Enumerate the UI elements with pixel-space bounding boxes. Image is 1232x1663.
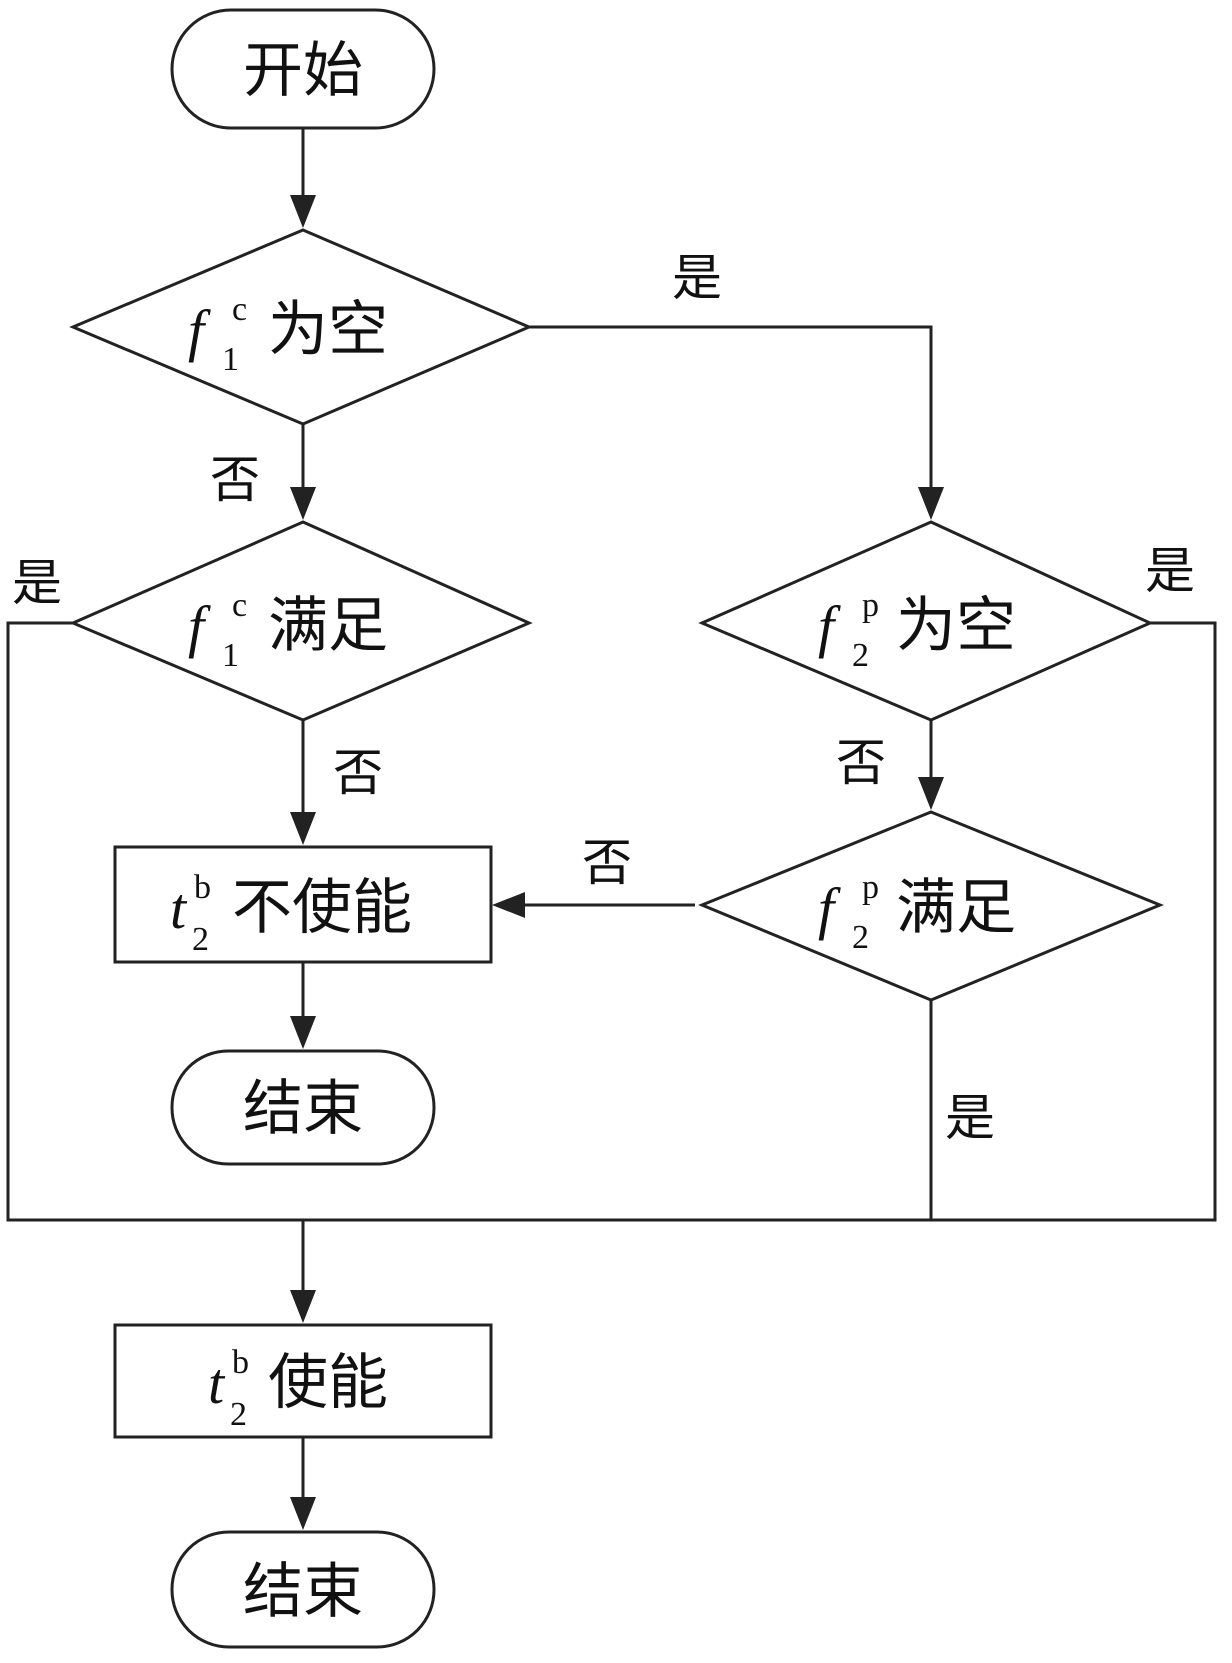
svg-text:f 2 p 满足: f 2 p 满足 xyxy=(818,869,1016,956)
node-decision-f1c-satisfied: f 1 c 满足 xyxy=(69,520,533,722)
p2-sub: 2 xyxy=(230,1396,247,1433)
svg-text:t 2 b 不使能: t 2 b 不使能 xyxy=(170,869,412,958)
d4-text: 满足 xyxy=(896,873,1016,943)
d1-sub: 1 xyxy=(222,341,239,378)
node-end-2: 结束 xyxy=(170,1530,436,1649)
d3-text: 为空 xyxy=(896,591,1016,661)
p1-text: 不使能 xyxy=(232,873,412,943)
node-decision-f2p-empty: f 2 p 为空 xyxy=(698,520,1154,722)
node-end2-text: 结束 xyxy=(243,1557,363,1627)
arrow-p2-end2 xyxy=(290,1497,316,1530)
label-d1-no: 否 xyxy=(210,451,260,509)
p2-var: t xyxy=(208,1351,226,1416)
node-start: 开始 xyxy=(170,8,436,130)
p1-sup: b xyxy=(194,869,211,906)
d4-sup: p xyxy=(862,869,879,906)
p2-sup: b xyxy=(232,1344,249,1381)
p2-text: 使能 xyxy=(268,1348,388,1418)
node-decision-f1c-empty: f 1 c 为空 xyxy=(69,228,533,426)
d3-sup: p xyxy=(862,587,879,624)
edge-labels: 是 否 是 否 是 否 否 是 xyxy=(12,249,1195,1147)
d2-sup: c xyxy=(232,587,247,624)
arrow-d3-d4 xyxy=(918,777,944,810)
edge-d1-d3 xyxy=(529,325,933,487)
arrow-d1-d3 xyxy=(918,487,944,520)
node-process-t2b-disable: t 2 b 不使能 xyxy=(113,845,493,964)
label-d3-no: 否 xyxy=(836,734,886,792)
arrow-start-d1 xyxy=(290,195,316,228)
d1-text: 为空 xyxy=(268,295,388,365)
arrow-d2-p1 xyxy=(290,812,316,845)
p1-sub: 2 xyxy=(192,921,209,958)
p1-var: t xyxy=(170,876,188,941)
d3-sub: 2 xyxy=(852,637,869,674)
edge-yes-loop xyxy=(6,621,1217,1222)
node-end-1: 结束 xyxy=(170,1049,436,1166)
label-d4-no: 否 xyxy=(582,834,632,892)
d2-sub: 1 xyxy=(222,637,239,674)
label-d2-no: 否 xyxy=(333,744,383,802)
d2-text: 满足 xyxy=(268,591,388,661)
svg-text:f 1 c 为空: f 1 c 为空 xyxy=(188,291,388,378)
node-process-t2b-enable: t 2 b 使能 xyxy=(113,1323,493,1439)
arrow-join-p2 xyxy=(290,1290,316,1323)
connectors xyxy=(6,128,1217,1530)
node-start-text: 开始 xyxy=(243,36,363,106)
arrow-d1-d2 xyxy=(290,487,316,520)
label-d3-yes: 是 xyxy=(1145,542,1195,600)
label-d1-yes: 是 xyxy=(672,249,722,307)
label-d4-yes: 是 xyxy=(945,1089,995,1147)
node-decision-f2p-satisfied: f 2 p 满足 xyxy=(698,810,1164,1002)
d4-sub: 2 xyxy=(852,919,869,956)
svg-text:f 1 c 满足: f 1 c 满足 xyxy=(188,587,388,674)
label-d2-yes: 是 xyxy=(12,554,62,612)
svg-text:t 2 b 使能: t 2 b 使能 xyxy=(208,1344,388,1433)
arrow-p1-end1 xyxy=(290,1016,316,1049)
arrow-d4-p1 xyxy=(492,892,525,918)
d1-sup: c xyxy=(232,291,247,328)
node-end1-text: 结束 xyxy=(243,1074,363,1144)
